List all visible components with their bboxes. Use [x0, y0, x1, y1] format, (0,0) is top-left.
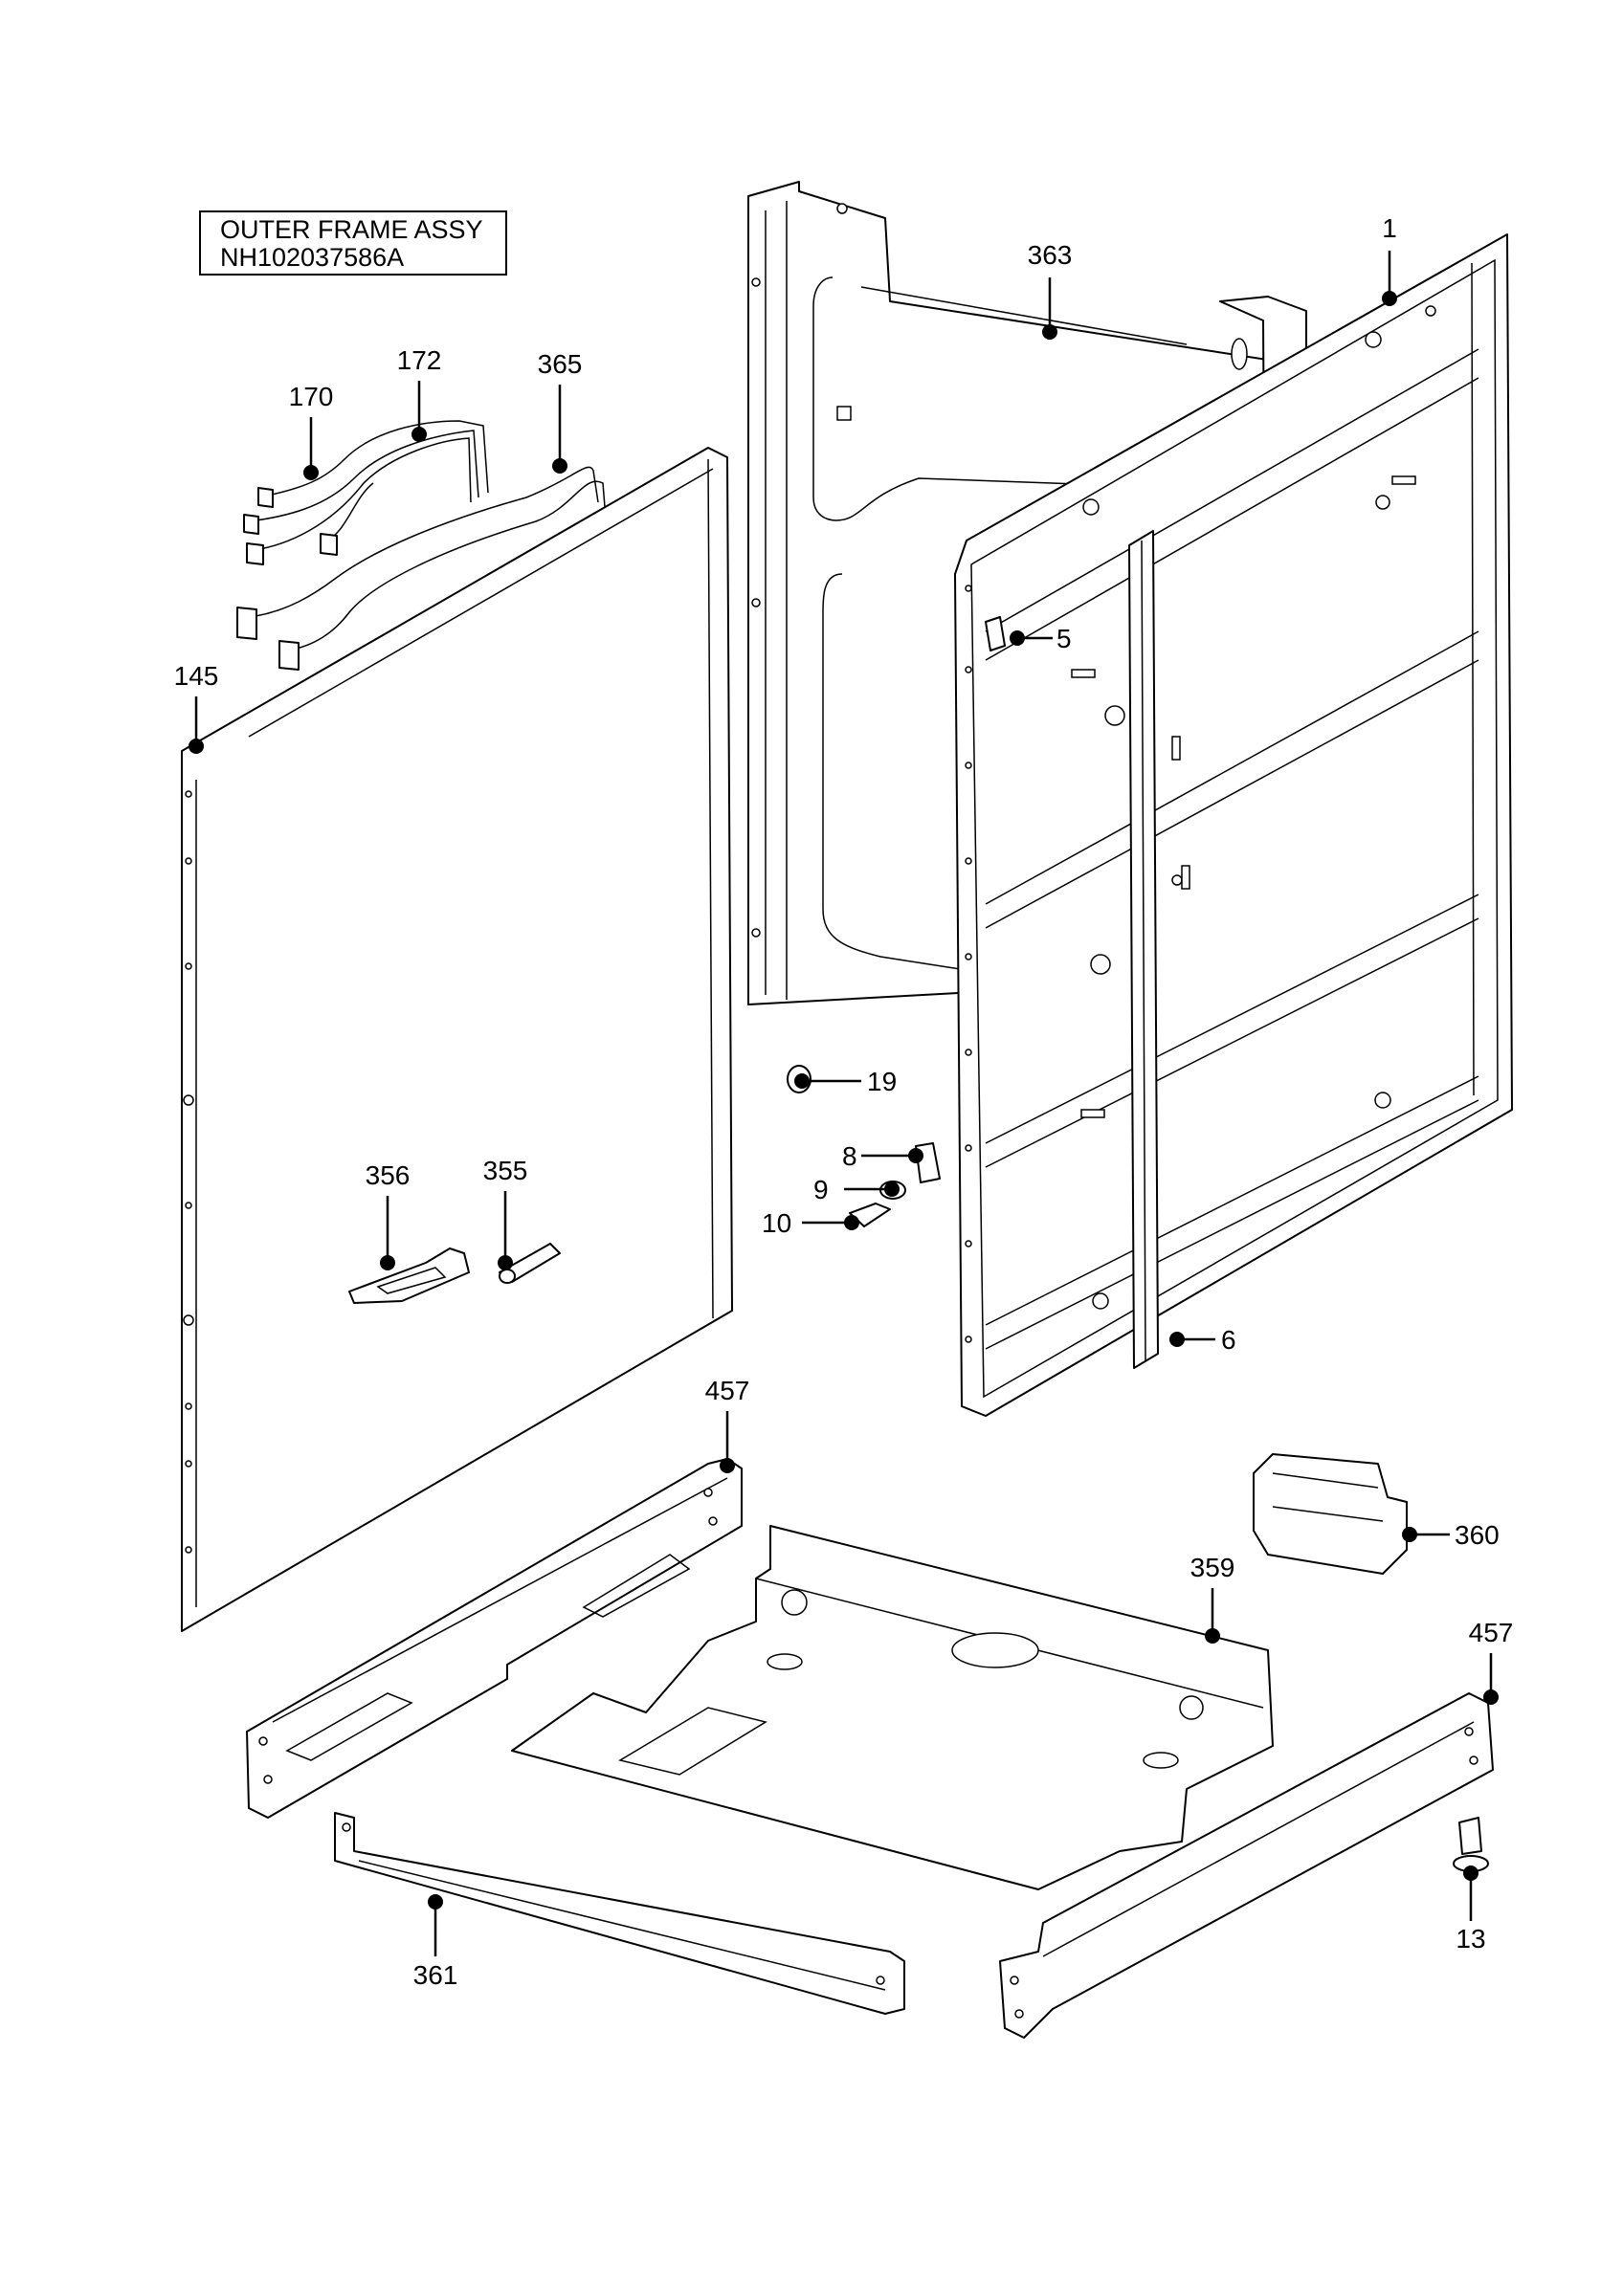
callout-label-170: 170	[289, 382, 334, 411]
callout-dot	[411, 427, 427, 442]
callout-dot	[552, 458, 567, 474]
callout-dot	[189, 739, 204, 754]
callout-dot	[1205, 1628, 1220, 1644]
rod-part	[499, 1243, 561, 1284]
callout-label-359: 359	[1190, 1553, 1235, 1582]
callout-dot	[884, 1181, 900, 1197]
base-plate-part	[511, 1525, 1274, 1890]
callout-dot	[908, 1148, 923, 1163]
small-hardware-parts	[787, 1065, 941, 1227]
callout-label-363: 363	[1028, 240, 1073, 270]
callout-dot	[380, 1255, 395, 1270]
assembly-title-box: OUTER FRAME ASSY NH102037586A	[199, 210, 507, 276]
callout-dot	[303, 465, 319, 480]
callout-dot	[428, 1894, 443, 1910]
callout-dot	[720, 1458, 735, 1473]
callout-leaders	[189, 251, 1499, 1956]
callout-labels: 1 363 172 170 365 145 5 19 8 9 10 356 35…	[174, 213, 1514, 1990]
callout-label-360: 360	[1455, 1520, 1500, 1550]
callout-dot	[1010, 630, 1025, 646]
callout-label-5: 5	[1056, 624, 1072, 653]
assembly-name: OUTER FRAME ASSY	[220, 215, 483, 244]
clip-part	[985, 616, 1006, 651]
leveling-foot-part	[1453, 1817, 1489, 1872]
callout-label-145: 145	[174, 661, 219, 691]
wire-harness-part	[236, 420, 606, 671]
side-panel-part	[181, 447, 733, 1632]
front-rail-part	[334, 1812, 905, 2015]
right-rail-part	[999, 1692, 1494, 2039]
callout-dot	[1382, 291, 1397, 306]
junction-box-part	[1253, 1453, 1408, 1575]
callout-label-355: 355	[483, 1156, 528, 1185]
callout-label-8: 8	[842, 1141, 857, 1171]
callout-label-457-bottom: 457	[1469, 1618, 1514, 1647]
callout-dot	[1402, 1527, 1417, 1542]
callout-dot	[1483, 1689, 1499, 1705]
callout-label-172: 172	[397, 345, 442, 375]
callout-dot	[794, 1073, 810, 1089]
assembly-part-number: NH102037586A	[220, 243, 405, 272]
left-rail-part	[246, 1458, 743, 1819]
callout-dot	[1169, 1332, 1185, 1347]
vertical-brace-part	[1128, 530, 1159, 1369]
callout-dot	[1042, 324, 1057, 340]
callout-label-6: 6	[1221, 1325, 1236, 1355]
callout-dot	[844, 1215, 859, 1230]
callout-dot	[1463, 1866, 1478, 1881]
callout-label-365: 365	[538, 349, 583, 379]
callout-label-356: 356	[366, 1160, 411, 1190]
bracket-part	[348, 1247, 470, 1304]
callout-label-1: 1	[1382, 213, 1397, 243]
callout-label-10: 10	[762, 1208, 791, 1238]
callout-label-9: 9	[813, 1175, 829, 1204]
callout-label-361: 361	[413, 1960, 458, 1990]
outer-frame-part	[954, 233, 1513, 1417]
callout-label-457-top: 457	[705, 1376, 750, 1405]
callout-label-19: 19	[867, 1067, 897, 1096]
callout-dot	[498, 1255, 513, 1270]
callout-label-13: 13	[1456, 1924, 1485, 1954]
